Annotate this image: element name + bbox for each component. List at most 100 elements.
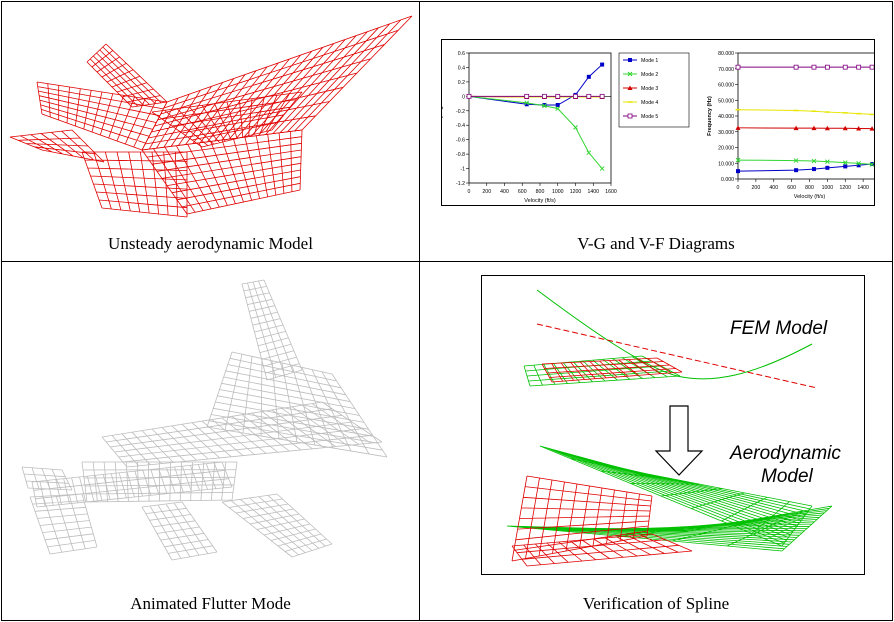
nacelle-mesh [81,151,188,218]
y-tick-label: 60.000 [718,83,734,89]
legend-label: Mode 3 [641,86,658,92]
x-tick-label: 200 [482,189,491,195]
fem-red-panel [541,357,683,383]
aero-green-lower [506,505,833,552]
wing-root-mesh [81,461,238,503]
x-tick-label: 800 [536,189,545,195]
y-axis-label: Frequency (Hz) [707,96,713,136]
caption-animated-flutter-mode: Animated Flutter Mode [130,594,291,613]
x-tick-label: 600 [787,185,796,191]
data-point [586,74,591,79]
data-point [842,125,848,131]
aero-green-upper [539,445,813,547]
data-point [466,93,472,99]
down-arrow-icon [654,405,704,476]
data-point [856,125,862,131]
data-point [627,71,633,77]
y-tick-label: -1.2 [456,181,465,187]
data-point [555,106,561,111]
data-point [542,103,547,107]
data-point [524,93,530,99]
plot-area-vf [737,52,882,180]
data-point [599,93,605,99]
data-point [842,160,848,165]
data-point [825,159,830,165]
data-point [736,169,740,174]
caption-unsteady-aero-model: Unsteady aerodynamic Model [108,234,313,253]
data-point [735,125,741,130]
data-point [735,64,741,70]
x-tick-label: 1000 [552,189,564,195]
data-point [586,93,592,99]
y-tick-label: 70.000 [718,67,734,73]
legend-label: Mode 2 [641,72,658,78]
legend-label: Mode 4 [641,100,658,106]
data-point [843,164,848,169]
data-point [627,113,633,119]
aero-red-lower [511,533,693,567]
y-tick-label: 80.000 [718,51,734,57]
external-store-mesh [29,493,98,555]
legend-label: Mode 1 [641,58,658,64]
data-point [542,103,547,109]
legend-label: Mode 5 [641,114,658,120]
engine-nacelle-2 [221,493,333,558]
data-point [628,58,632,62]
x-tick-label: 1600 [605,189,617,195]
data-point [794,168,799,173]
data-point [793,158,799,163]
y-tick-label: 0.2 [458,80,465,86]
plot-area-vg [468,52,612,184]
data-point [793,125,799,131]
data-point [856,64,862,70]
y-tick-label: 30.000 [718,130,734,136]
y-tick-label: -0.8 [456,152,465,158]
spline-drawing: FEM Model Aerodynamic Model [506,289,841,567]
data-point [555,93,561,99]
x-tick-label: 1000 [822,185,834,191]
vertical-tail-mesh [86,43,168,108]
fem-model-label: FEM Model [730,318,828,339]
fuselage-mesh [141,15,413,151]
left-wing-mesh [36,81,168,151]
data-point [869,64,875,70]
upper-wing-mesh [151,91,303,148]
aero-red-wing [511,475,653,562]
y-tick-label: 10.000 [718,161,734,167]
aero-model-label-line2: Model [761,466,814,487]
data-point [555,103,560,107]
tail-fin-mesh [241,279,303,381]
x-tick-label: 0 [468,189,471,195]
fem-red-line [536,323,818,389]
data-point [600,62,605,67]
aero-model-label-line1: Aerodynamic [729,443,841,464]
x-tick-label: 1400 [587,189,599,195]
data-point [869,126,875,131]
data-point [524,100,530,106]
canard-mesh [9,129,105,163]
data-point [856,163,861,168]
x-tick-label: 1200 [570,189,582,195]
panel-unsteady-aero-model: Unsteady aerodynamic Model [1,1,420,262]
panel-animated-flutter-mode: Animated Flutter Mode [1,261,420,621]
y-tick-label: -0.4 [456,123,465,129]
data-point [825,165,830,170]
data-point [856,161,862,166]
data-point [599,166,605,171]
y-tick-label: 0.4 [458,65,465,71]
x-tick-label: 400 [500,189,509,195]
x-tick-label: 200 [752,185,761,191]
data-point [842,64,848,70]
rear-fuselage-mesh [206,351,388,458]
data-point [627,85,633,90]
caption-verification-of-spline: Verification of Spline [582,594,730,613]
gray-wireframe-aircraft [21,279,388,561]
x-tick-label: 800 [805,185,814,191]
panel-verification-of-spline: FEM Model Aerodynamic Model Verification… [419,261,893,621]
data-point [524,102,529,107]
y-tick-label: 0.6 [458,51,465,57]
